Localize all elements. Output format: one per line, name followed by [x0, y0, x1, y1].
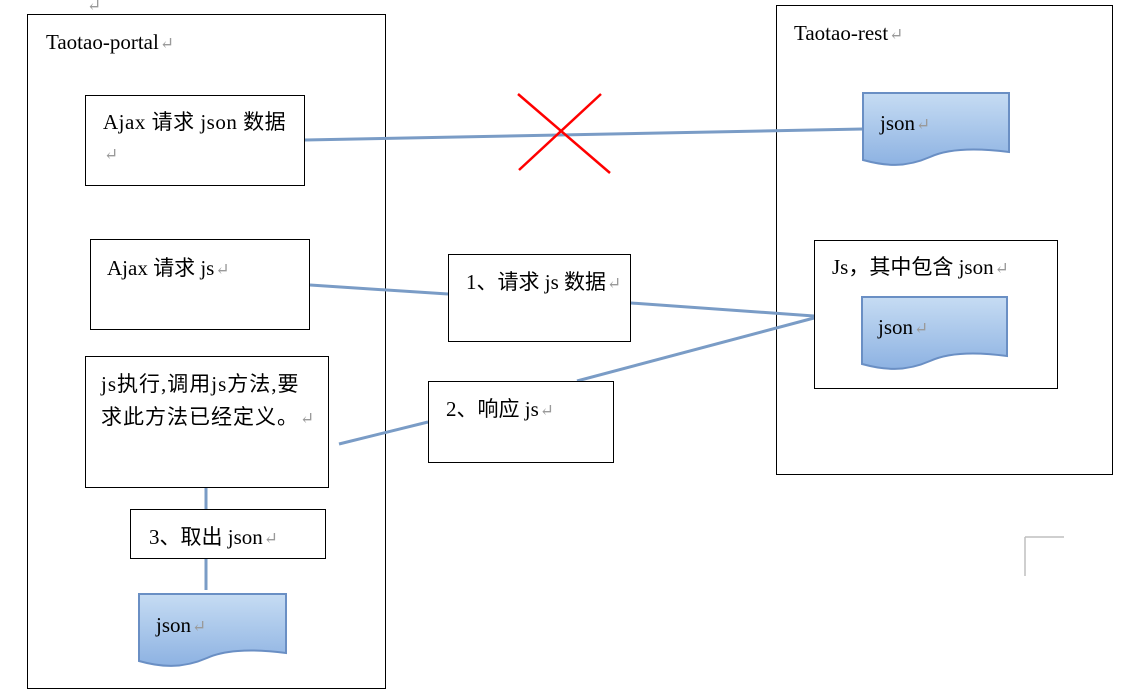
ajax-js-request-label: Ajax 请求 js↵	[107, 253, 230, 285]
document-shape-icon	[138, 593, 287, 667]
extract-json-label: 3、取出 json↵	[149, 522, 278, 554]
paragraph-return-icon: ↵	[87, 0, 102, 15]
paragraph-return-icon: ↵	[104, 145, 119, 164]
cross-mark-icon	[517, 93, 611, 174]
rest-title-text: Taotao-rest	[794, 21, 889, 45]
ajax-js-request-text: Ajax 请求 js	[107, 256, 215, 280]
portal-json-text: json	[156, 613, 192, 637]
paragraph-return-icon: ↵	[300, 409, 316, 428]
paragraph-return-icon: ↵	[215, 260, 230, 279]
extract-json-text: 3、取出 json	[149, 525, 263, 549]
rest-title: Taotao-rest↵	[794, 18, 903, 50]
corner-mark-icon	[1024, 536, 1064, 576]
paragraph-return-icon: ↵	[994, 259, 1009, 278]
ajax-json-request-text: Ajax 请求 json 数据	[103, 110, 287, 134]
js-execute-box	[85, 356, 329, 488]
ajax-json-request-label: Ajax 请求 json 数据 ↵	[103, 107, 298, 170]
js-contains-json-text: Js，其中包含 json	[832, 255, 994, 279]
document-shape-icon	[862, 92, 1010, 166]
step1-text: 1、请求 js 数据	[466, 270, 607, 294]
inner-json-text: json	[878, 315, 914, 339]
paragraph-return-icon: ↵	[192, 617, 207, 636]
js-execute-text: js执行,调用js方法,要求此方法已经定义。	[101, 372, 300, 429]
paragraph-return-icon: ↵	[916, 115, 931, 134]
paragraph-return-icon: ↵	[539, 401, 555, 420]
portal-title: Taotao-portal↵	[46, 27, 174, 59]
portal-title-text: Taotao-portal	[46, 30, 159, 54]
js-execute-label: js执行,调用js方法,要求此方法已经定义。↵	[101, 368, 321, 435]
connector-js-box-to-step2	[576, 316, 815, 383]
step2-text: 2、响应 js	[446, 397, 539, 421]
paragraph-return-icon: ↵	[263, 529, 279, 548]
rest-json-label: json↵	[880, 110, 930, 138]
document-shape-icon	[861, 296, 1008, 370]
ajax-js-request-box	[90, 239, 310, 330]
step1-label: 1、请求 js 数据↵	[466, 267, 621, 299]
paragraph-return-icon: ↵	[914, 319, 929, 338]
step2-label: 2、响应 js↵	[446, 394, 554, 426]
extract-json-box	[130, 509, 326, 559]
connector-ajax-js-to-step1	[309, 283, 449, 296]
connector-step1-to-js-box	[630, 301, 815, 318]
step1-box	[448, 254, 631, 342]
inner-json-label: json↵	[878, 314, 928, 342]
step2-box	[428, 381, 614, 463]
paragraph-return-icon: ↵	[159, 34, 175, 53]
rest-json-text: json	[880, 111, 916, 135]
portal-json-label: json↵	[156, 612, 206, 640]
connector-ajax-json-to-rest-json	[304, 127, 864, 142]
connector-step2-to-js-execute	[338, 420, 429, 446]
connector-js-box-edge	[631, 303, 813, 316]
paragraph-return-icon: ↵	[607, 274, 622, 293]
paragraph-return-icon: ↵	[889, 25, 904, 44]
ajax-json-request-box	[85, 95, 305, 186]
js-contains-json-label: Js，其中包含 json↵	[832, 252, 1009, 284]
